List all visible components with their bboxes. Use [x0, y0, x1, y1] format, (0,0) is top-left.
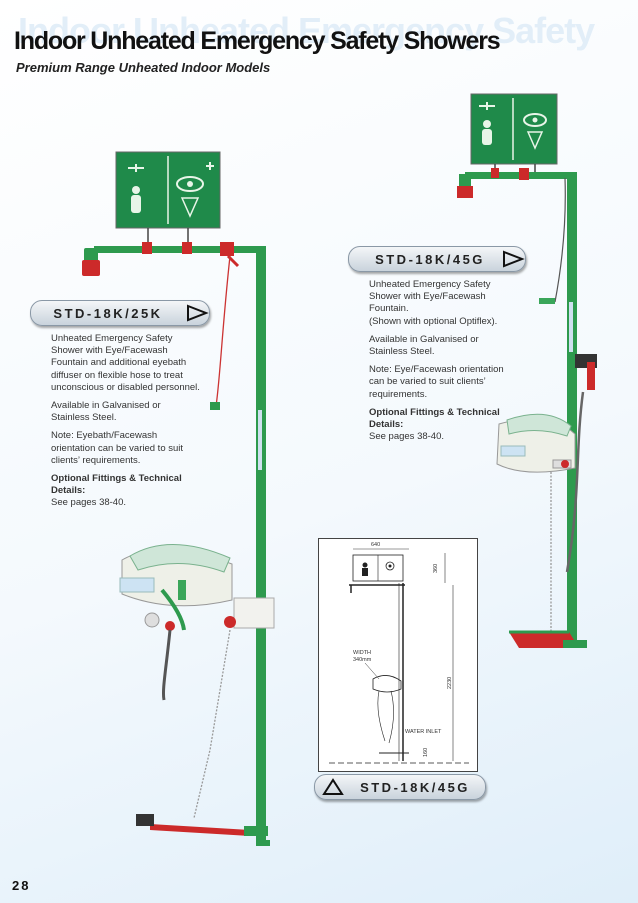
eyewash-unit-right: [496, 354, 597, 473]
eyewash-unit-left: [119, 544, 275, 631]
inlet-label: WATER INLET: [405, 729, 442, 735]
drawing-code-label: STD-18K/45G: [360, 779, 470, 795]
product-description-extra: (Shown with optional Optiflex).: [369, 315, 498, 327]
product-finishes: Available in Galvanised or Stainless Ste…: [369, 333, 479, 358]
options-reference: See pages 38-40.: [51, 497, 127, 509]
product-description-std-18k-25k: Unheated Emergency Safety Shower with Ey…: [51, 333, 201, 510]
foot-treadle-left: [136, 814, 270, 846]
page-subtitle: Premium Range Unheated Indoor Models: [16, 60, 271, 75]
ghost-title: Indoor Unheated Emergency Safety: [18, 10, 595, 51]
foot-treadle-right: [509, 630, 587, 648]
inlet-dim: 160: [423, 748, 429, 757]
product-note: Note: Eye/Facewash orientation can be va…: [369, 364, 504, 400]
technical-drawing: 640 360 2230 WIDTH 340mm WATER INLET 160: [318, 538, 478, 772]
product-description: Unheated Emergency Safety Shower with Ey…: [369, 279, 491, 315]
width-note-line2: 340mm: [353, 657, 372, 663]
page-number: 28: [12, 878, 31, 893]
safety-sign-left: [115, 151, 221, 229]
triangle-right-icon: [187, 304, 209, 322]
product-finishes: Available in Galvanised or Stainless Ste…: [51, 400, 161, 424]
product-description-std-18k-45g: Unheated Emergency Safety Shower with Ey…: [369, 279, 511, 443]
width-note-line1: WIDTH: [353, 650, 371, 656]
page-title: Indoor Unheated Emergency Safety Showers: [14, 27, 501, 55]
dim-width: 640: [371, 542, 380, 548]
triangle-right-icon: [503, 250, 525, 268]
drawing-tag-std-18k-45g: STD-18K/45G: [314, 774, 486, 800]
safety-sign-right: [470, 93, 558, 165]
options-reference: See pages 38-40.: [369, 431, 445, 443]
product-tag-std-18k-45g: STD-18K/45G: [348, 246, 526, 272]
options-label: Optional Fittings & Technical Details:: [51, 473, 182, 497]
shower-std-18k-25k-photo: [82, 151, 275, 846]
dim-sign: 360: [433, 564, 439, 573]
triangle-up-icon: [322, 778, 344, 795]
options-label: Optional Fittings & Technical Details:: [369, 406, 500, 431]
dim-height: 2230: [447, 677, 453, 689]
product-code-label: STD-18K/25K: [53, 305, 163, 321]
shower-std-18k-45g-photo: [457, 93, 597, 648]
product-description: Unheated Emergency Safety Shower with Ey…: [51, 333, 200, 393]
product-code-label: STD-18K/45G: [375, 251, 485, 267]
product-note: Note: Eyebath/Facewash orientation can b…: [51, 430, 184, 466]
product-tag-std-18k-25k: STD-18K/25K: [30, 300, 210, 326]
